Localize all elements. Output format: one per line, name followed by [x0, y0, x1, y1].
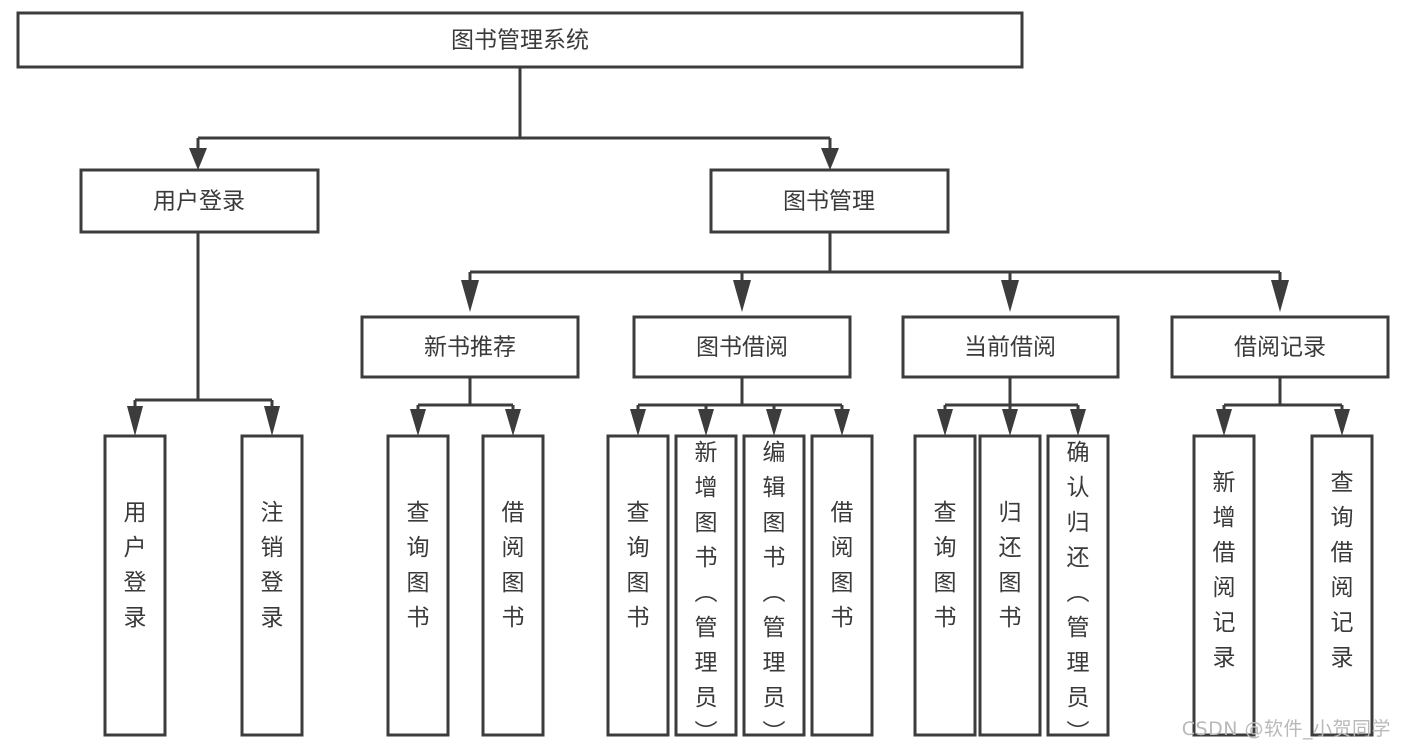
- arrowhead-leaf-user-login: [127, 406, 143, 436]
- node-borrow-record-label: 借阅记录: [1234, 335, 1326, 361]
- node-leaf-query-book-3-label: 查询图书: [934, 500, 957, 631]
- arrowhead-leaf-return-book: [1002, 409, 1018, 436]
- node-leaf-confirm-return-box[interactable]: [1046, 434, 1110, 737]
- connector-layer: [127, 67, 1350, 436]
- node-leaf-return-book-label: 归还图书: [999, 500, 1022, 631]
- node-leaf-user-login-label: 用户登录: [124, 500, 147, 631]
- arrowhead-leaf-edit-book: [766, 409, 782, 436]
- node-leaf-query-record-box[interactable]: [1310, 434, 1374, 737]
- node-new-book-rec[interactable]: 新书推荐: [360, 315, 580, 379]
- node-new-book-rec-label: 新书推荐: [424, 335, 516, 361]
- csdn-watermark: CSDN @软件_小贺同学: [1181, 718, 1391, 740]
- arrowhead-new-book-rec: [461, 280, 479, 312]
- node-leaf-query-record-label: 查询借阅记录: [1331, 470, 1354, 671]
- arrowhead-leaf-add-record: [1216, 409, 1232, 436]
- node-leaf-user-login-box[interactable]: [103, 434, 167, 737]
- arrowhead-leaf-logout: [264, 406, 280, 436]
- node-book-manage-box[interactable]: [709, 168, 950, 234]
- node-leaf-add-book-box[interactable]: [674, 434, 738, 737]
- node-leaf-add-book-label: 新增图书︵管理员︶: [695, 440, 718, 746]
- node-current-borrow-label: 当前借阅: [964, 335, 1056, 361]
- node-leaf-borrow-book-2[interactable]: 借阅图书: [810, 434, 874, 737]
- arrowhead-user-login: [189, 148, 207, 170]
- node-leaf-add-record-box[interactable]: [1192, 434, 1256, 737]
- arrowhead-leaf-query-book-3: [937, 409, 953, 436]
- node-current-borrow[interactable]: 当前借阅: [901, 315, 1120, 379]
- node-leaf-add-book[interactable]: 新增图书︵管理员︶: [674, 434, 738, 746]
- arrowhead-leaf-query-book-1: [410, 409, 426, 436]
- node-user-login-label: 用户登录: [153, 189, 245, 215]
- node-leaf-query-book-1-box[interactable]: [386, 434, 450, 737]
- node-book-borrow-label: 图书借阅: [696, 335, 788, 361]
- node-current-borrow-box[interactable]: [901, 315, 1120, 379]
- node-leaf-logout-label: 注销登录: [261, 500, 284, 631]
- node-user-login[interactable]: 用户登录: [79, 168, 320, 234]
- arrowhead-leaf-borrow-book-1: [505, 409, 521, 436]
- node-new-book-rec-box[interactable]: [360, 315, 580, 379]
- node-book-borrow-box[interactable]: [632, 315, 852, 379]
- arrowhead-book-borrow: [733, 280, 751, 312]
- node-leaf-confirm-return-label: 确认归还︵管理员︶: [1067, 440, 1090, 746]
- node-leaf-query-book-2[interactable]: 查询图书: [606, 434, 670, 737]
- node-leaf-borrow-book-1[interactable]: 借阅图书: [481, 434, 545, 737]
- node-root-box[interactable]: [16, 11, 1024, 69]
- node-root[interactable]: 图书管理系统: [16, 11, 1024, 69]
- node-leaf-borrow-book-1-label: 借阅图书: [502, 500, 525, 631]
- node-user-login-box[interactable]: [79, 168, 320, 234]
- node-leaf-borrow-book-2-label: 借阅图书: [831, 500, 854, 631]
- arrowhead-leaf-confirm-return: [1070, 409, 1086, 436]
- node-leaf-logout-box[interactable]: [240, 434, 304, 737]
- node-leaf-confirm-return[interactable]: 确认归还︵管理员︶: [1046, 434, 1110, 746]
- arrowhead-leaf-query-record: [1334, 409, 1350, 436]
- node-book-manage[interactable]: 图书管理: [709, 168, 950, 234]
- arrowhead-leaf-borrow-book-2: [834, 409, 850, 436]
- arrowhead-leaf-query-book-2: [630, 409, 646, 436]
- node-leaf-add-record-label: 新增借阅记录: [1213, 470, 1236, 671]
- node-leaf-borrow-book-2-box[interactable]: [810, 434, 874, 737]
- node-leaf-logout[interactable]: 注销登录: [240, 434, 304, 737]
- node-leaf-add-record[interactable]: 新增借阅记录: [1192, 434, 1256, 737]
- node-borrow-record[interactable]: 借阅记录: [1170, 315, 1390, 379]
- node-leaf-query-book-1[interactable]: 查询图书: [386, 434, 450, 737]
- node-leaf-query-book-3-box[interactable]: [913, 434, 977, 737]
- node-leaf-query-book-2-label: 查询图书: [627, 500, 650, 631]
- node-leaf-query-record[interactable]: 查询借阅记录: [1310, 434, 1374, 737]
- arrowhead-borrow-record: [1271, 280, 1289, 312]
- arrowhead-book-manage: [821, 148, 839, 170]
- node-root-label: 图书管理系统: [451, 28, 589, 54]
- node-book-manage-label: 图书管理: [783, 189, 875, 215]
- node-leaf-return-book-box[interactable]: [978, 434, 1042, 737]
- arrowhead-current-borrow: [1001, 280, 1019, 312]
- node-leaf-edit-book-box[interactable]: [742, 434, 806, 737]
- node-borrow-record-box[interactable]: [1170, 315, 1390, 379]
- node-leaf-query-book-1-label: 查询图书: [407, 500, 430, 631]
- arrowhead-leaf-add-book: [698, 409, 714, 436]
- node-leaf-return-book[interactable]: 归还图书: [978, 434, 1042, 737]
- node-leaf-edit-book[interactable]: 编辑图书︵管理员︶: [742, 434, 806, 746]
- node-leaf-query-book-2-box[interactable]: [606, 434, 670, 737]
- node-leaf-edit-book-label: 编辑图书︵管理员︶: [763, 440, 786, 746]
- node-leaf-query-book-3[interactable]: 查询图书: [913, 434, 977, 737]
- node-leaf-user-login[interactable]: 用户登录: [103, 434, 167, 737]
- node-book-borrow[interactable]: 图书借阅: [632, 315, 852, 379]
- node-leaf-borrow-book-1-box[interactable]: [481, 434, 545, 737]
